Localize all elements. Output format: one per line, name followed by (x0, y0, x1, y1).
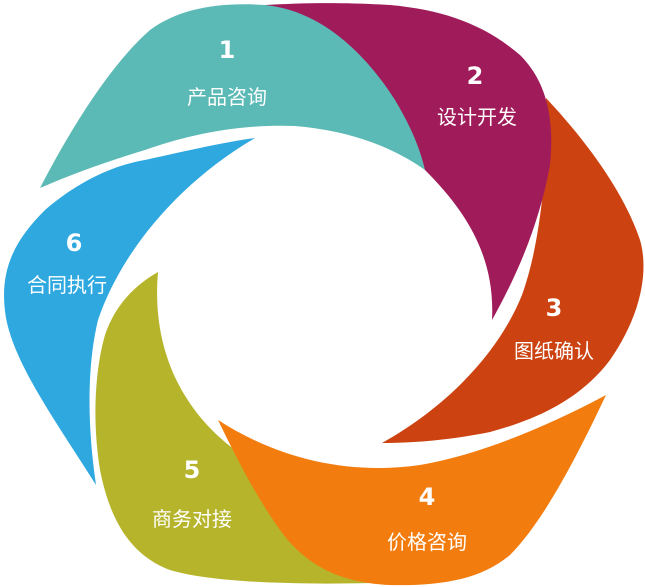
segment-3-shape (382, 98, 644, 443)
step-4-number: 4 (419, 483, 436, 511)
segment-5-shape (95, 272, 372, 584)
segment-2-shape (265, 3, 552, 321)
step-1-label: 产品咨询 (187, 85, 267, 109)
segment-4-shape (218, 395, 606, 586)
step-5-number: 5 (184, 456, 201, 484)
segment-6-shape (4, 138, 256, 485)
step-5-label: 商务对接 (152, 507, 232, 531)
segment-1-shape (40, 4, 425, 188)
step-3-number: 3 (546, 294, 563, 322)
step-6-number: 6 (66, 229, 83, 257)
step-4-label: 价格咨询 (387, 530, 467, 554)
step-3-label: 图纸确认 (514, 339, 594, 363)
step-2-number: 2 (467, 62, 484, 90)
step-6-label: 合同执行 (27, 273, 107, 297)
step-2-label: 设计开发 (437, 105, 517, 129)
step-1-number: 1 (219, 36, 236, 64)
